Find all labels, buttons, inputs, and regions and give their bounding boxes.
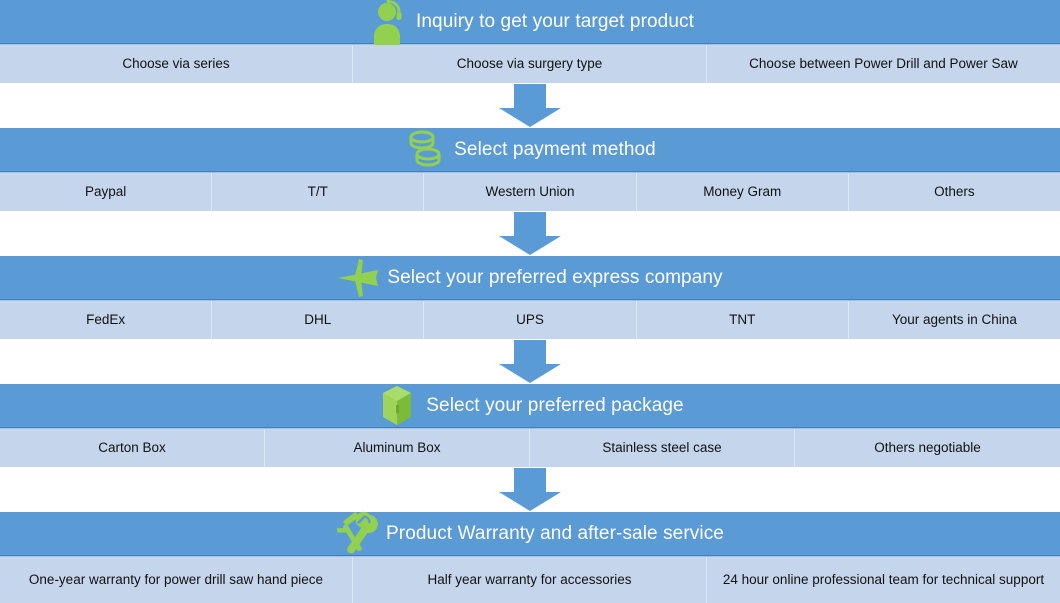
stage-header-warranty: Product Warranty and after-sale service xyxy=(0,511,1060,556)
stage-header-payment: Select payment method xyxy=(0,128,1060,172)
stage-title-payment: Select payment method xyxy=(454,138,656,160)
stage-options-package: Carton Box Aluminum Box Stainless steel … xyxy=(0,428,1060,467)
stage-header-express: Select your preferred express company xyxy=(0,256,1060,300)
option-item[interactable]: Money Gram xyxy=(637,173,849,211)
stage-inquiry: Inquiry to get your target product Choos… xyxy=(0,0,1060,83)
stage-title-express: Select your preferred express company xyxy=(387,266,723,288)
option-item[interactable]: One-year warranty for power drill saw ha… xyxy=(0,557,353,603)
option-item[interactable]: Western Union xyxy=(424,173,637,211)
customer-service-person-icon xyxy=(366,0,408,45)
option-item[interactable]: Half year warranty for accessories xyxy=(353,557,707,603)
stage-payment: Select payment method Paypal T/T Western… xyxy=(0,128,1060,211)
option-item[interactable]: T/T xyxy=(212,173,425,211)
option-item[interactable]: Paypal xyxy=(0,173,213,211)
option-item[interactable]: 24 hour online professional team for tec… xyxy=(722,572,1045,588)
stage-options-express: FedEx DHL UPS TNT Your agents in China xyxy=(0,300,1060,339)
option-item[interactable]: Choose via series xyxy=(0,45,353,83)
option-item[interactable]: Others xyxy=(934,184,975,200)
stage-title-package: Select your preferred package xyxy=(426,394,684,416)
stage-options-inquiry: Choose via series Choose via surgery typ… xyxy=(0,44,1060,83)
stage-express: Select your preferred express company Fe… xyxy=(0,256,1060,339)
stage-title-warranty: Product Warranty and after-sale service xyxy=(386,522,724,544)
stage-options-warranty: One-year warranty for power drill saw ha… xyxy=(0,556,1060,603)
option-item[interactable]: Choose via surgery type xyxy=(353,45,707,83)
stage-options-payment: Paypal T/T Western Union Money Gram Othe… xyxy=(0,172,1060,211)
option-item[interactable]: DHL xyxy=(212,301,425,339)
stage-header-inquiry: Inquiry to get your target product xyxy=(0,0,1060,45)
airplane-icon xyxy=(337,256,379,300)
option-item[interactable]: FedEx xyxy=(0,301,213,339)
stage-warranty: Product Warranty and after-sale service … xyxy=(0,511,1060,603)
stage-title-inquiry: Inquiry to get your target product xyxy=(416,10,694,32)
option-item[interactable]: Others negotiable xyxy=(874,440,981,456)
box-package-icon xyxy=(376,384,418,428)
option-item[interactable]: Your agents in China xyxy=(891,312,1017,328)
connector-arrow-4 xyxy=(497,468,563,512)
coins-icon xyxy=(404,128,446,172)
stage-package: Select your preferred package Carton Box… xyxy=(0,384,1060,467)
connector-arrow-1 xyxy=(497,84,563,128)
option-item[interactable]: UPS xyxy=(424,301,637,339)
connector-arrow-2 xyxy=(497,212,563,256)
option-item[interactable]: Stainless steel case xyxy=(530,429,795,467)
option-item[interactable]: Carton Box xyxy=(0,429,265,467)
option-item[interactable]: Aluminum Box xyxy=(265,429,530,467)
connector-arrow-3 xyxy=(497,340,563,384)
hammer-wrench-tools-icon xyxy=(336,511,378,556)
stage-header-package: Select your preferred package xyxy=(0,384,1060,428)
option-item[interactable]: Choose between Power Drill and Power Saw xyxy=(749,56,1018,72)
option-item[interactable]: TNT xyxy=(637,301,849,339)
